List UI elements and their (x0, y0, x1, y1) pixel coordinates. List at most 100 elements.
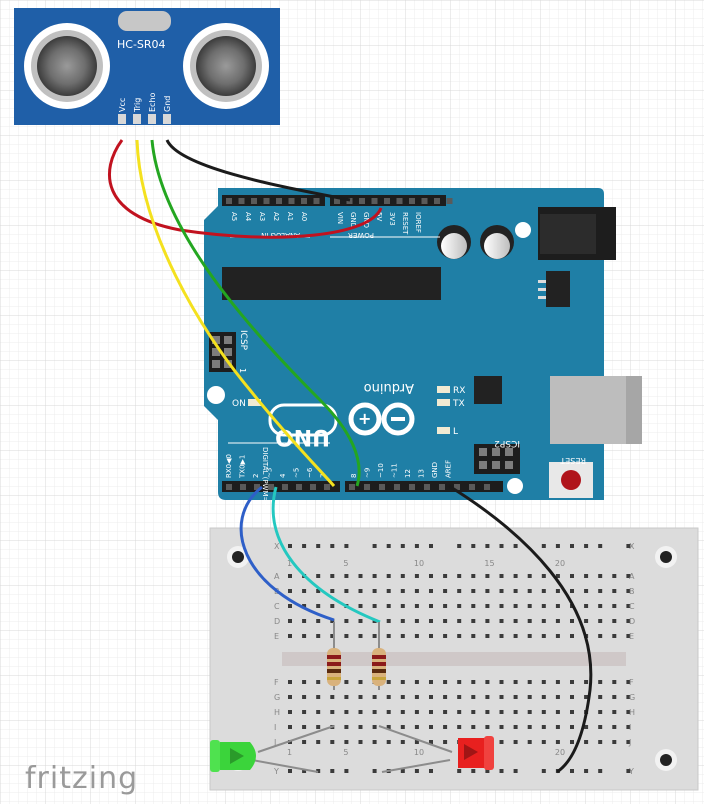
wire-echo-green[interactable] (150, 139, 361, 487)
breadboard-hole[interactable] (570, 619, 574, 623)
header-socket[interactable] (310, 484, 316, 490)
breadboard-hole[interactable] (485, 574, 490, 578)
header-socket[interactable] (371, 198, 378, 204)
header-socket[interactable] (251, 198, 257, 204)
breadboard-hole[interactable] (626, 769, 631, 773)
breadboard-hole[interactable] (499, 710, 504, 714)
breadboard-hole[interactable] (358, 680, 363, 684)
breadboard-hole[interactable] (471, 769, 476, 773)
breadboard-hole[interactable] (330, 604, 335, 608)
breadboard-hole[interactable] (527, 589, 532, 593)
breadboard-hole[interactable] (457, 725, 462, 729)
breadboard-hole[interactable] (358, 725, 363, 729)
breadboard-hole[interactable] (598, 619, 603, 623)
breadboard-hole[interactable] (414, 589, 419, 593)
breadboard-hole[interactable] (386, 725, 391, 729)
breadboard-hole[interactable] (386, 604, 391, 608)
breadboard-hole[interactable] (443, 619, 448, 623)
breadboard-hole[interactable] (598, 695, 603, 699)
breadboard-hole[interactable] (414, 574, 419, 578)
breadboard-hole[interactable] (457, 544, 462, 548)
breadboard-hole[interactable] (386, 544, 391, 548)
header-socket[interactable] (282, 484, 288, 490)
breadboard-hole[interactable] (555, 634, 560, 638)
breadboard-hole[interactable] (443, 634, 448, 638)
breadboard-hole[interactable] (584, 589, 589, 593)
breadboard-hole[interactable] (400, 634, 405, 638)
breadboard-hole[interactable] (344, 695, 349, 699)
header-socket[interactable] (434, 198, 440, 204)
header-socket[interactable] (409, 484, 415, 490)
breadboard-hole[interactable] (584, 574, 589, 578)
breadboard-hole[interactable] (555, 604, 560, 608)
breadboard-hole[interactable] (330, 769, 335, 773)
breadboard-hole[interactable] (358, 695, 363, 699)
breadboard-hole[interactable] (626, 740, 631, 744)
green-led[interactable] (210, 740, 256, 772)
header-socket[interactable] (276, 198, 282, 204)
breadboard-hole[interactable] (555, 695, 560, 699)
breadboard-hole[interactable] (400, 680, 405, 684)
breadboard-hole[interactable] (541, 634, 546, 638)
breadboard-hole[interactable] (302, 769, 307, 773)
breadboard-hole[interactable] (316, 589, 321, 593)
breadboard-hole[interactable] (584, 544, 589, 548)
breadboard-hole[interactable] (626, 680, 631, 684)
reset-button[interactable] (549, 462, 593, 498)
wire-vcc-red[interactable] (108, 139, 383, 239)
breadboard-hole[interactable] (400, 544, 405, 548)
breadboard-hole[interactable] (288, 634, 292, 638)
breadboard-hole[interactable] (457, 634, 462, 638)
breadboard-hole[interactable] (499, 769, 504, 773)
breadboard-hole[interactable] (443, 710, 448, 714)
breadboard-hole[interactable] (358, 574, 363, 578)
breadboard-hole[interactable] (626, 710, 631, 714)
breadboard-hole[interactable] (457, 619, 462, 623)
breadboard-hole[interactable] (527, 604, 532, 608)
breadboard-hole[interactable] (316, 634, 321, 638)
breadboard-hole[interactable] (612, 604, 617, 608)
breadboard-hole[interactable] (471, 725, 476, 729)
breadboard-hole[interactable] (330, 589, 335, 593)
breadboard-hole[interactable] (570, 710, 574, 714)
header-socket[interactable] (263, 198, 270, 204)
breadboard-hole[interactable] (400, 769, 405, 773)
breadboard-hole[interactable] (429, 634, 433, 638)
breadboard-hole[interactable] (372, 604, 377, 608)
breadboard-hole[interactable] (443, 680, 448, 684)
breadboard-hole[interactable] (288, 619, 292, 623)
breadboard-hole[interactable] (598, 544, 603, 548)
breadboard-hole[interactable] (288, 725, 292, 729)
breadboard-hole[interactable] (414, 680, 419, 684)
breadboard-hole[interactable] (302, 695, 307, 699)
breadboard-hole[interactable] (302, 710, 307, 714)
breadboard-hole[interactable] (429, 544, 433, 548)
breadboard-hole[interactable] (386, 634, 391, 638)
breadboard-hole[interactable] (316, 619, 321, 623)
breadboard-hole[interactable] (400, 740, 405, 744)
breadboard-hole[interactable] (471, 544, 476, 548)
header-socket[interactable] (254, 484, 260, 490)
sensor-pin[interactable] (148, 114, 156, 124)
header-socket[interactable] (296, 484, 302, 490)
breadboard-hole[interactable] (584, 695, 589, 699)
breadboard-hole[interactable] (541, 725, 546, 729)
breadboard-hole[interactable] (443, 604, 448, 608)
breadboard-hole[interactable] (541, 680, 546, 684)
breadboard-hole[interactable] (414, 619, 419, 623)
breadboard-hole[interactable] (400, 619, 405, 623)
breadboard-hole[interactable] (302, 589, 307, 593)
header-socket[interactable] (349, 484, 355, 490)
breadboard-hole[interactable] (570, 634, 574, 638)
breadboard-hole[interactable] (302, 544, 307, 548)
breadboard-hole[interactable] (570, 680, 574, 684)
breadboard-hole[interactable] (499, 725, 504, 729)
breadboard-hole[interactable] (358, 589, 363, 593)
breadboard-hole[interactable] (400, 589, 405, 593)
breadboard-hole[interactable] (513, 604, 518, 608)
breadboard-hole[interactable] (429, 680, 433, 684)
breadboard-hole[interactable] (429, 604, 433, 608)
breadboard-hole[interactable] (400, 574, 405, 578)
breadboard-hole[interactable] (288, 544, 292, 548)
breadboard-hole[interactable] (584, 769, 589, 773)
